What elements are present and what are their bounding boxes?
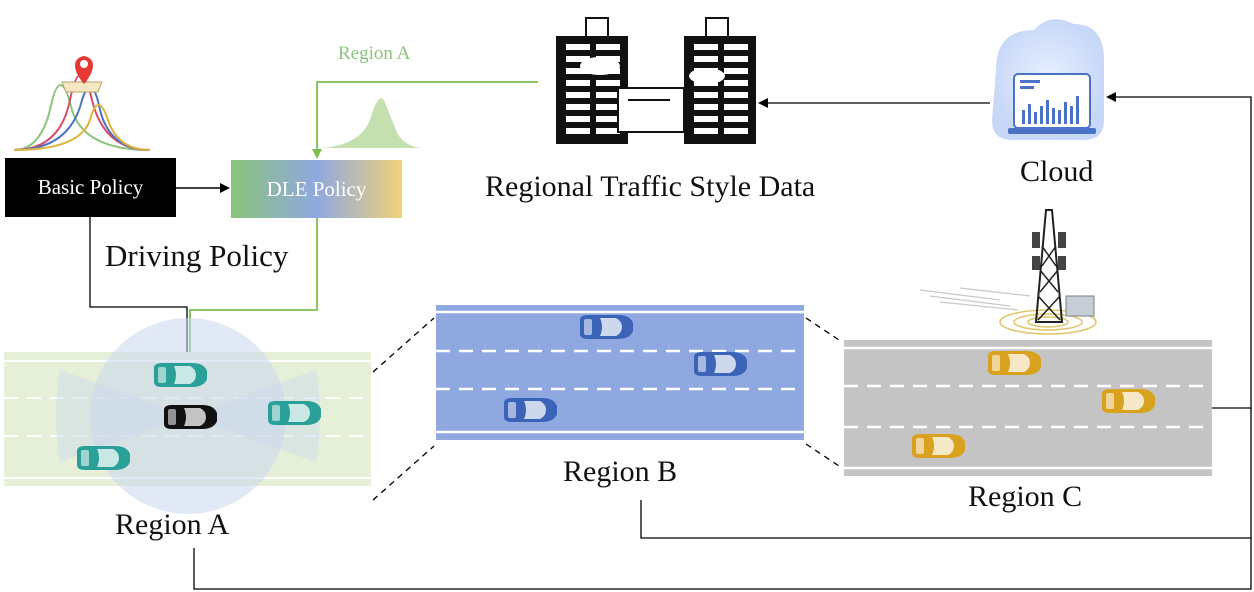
server-rack-icon (556, 17, 756, 144)
region-a-label: Region A (115, 508, 230, 541)
region-b-blue-car-3 (504, 398, 557, 422)
region-a-upload-line (193, 538, 1252, 590)
data-store-label: Regional Traffic Style Data (485, 170, 816, 203)
distribution-map-icon (13, 56, 151, 151)
region-a-teal-car-3 (77, 446, 130, 470)
basic-policy-box (5, 158, 176, 217)
zoom-connector-a-bottom (372, 445, 435, 501)
region-b-upload-line (640, 408, 1252, 539)
cloud-label: Cloud (1020, 155, 1094, 188)
driving-policy-label: Driving Policy (105, 238, 289, 273)
region-b-blue-car-1 (580, 315, 633, 339)
region-a-teal-car-1 (154, 363, 207, 387)
basic-policy-label: Basic Policy (37, 175, 144, 199)
region-a-teal-car-2 (268, 401, 321, 425)
region-c-yellow-car-2 (1102, 389, 1155, 413)
zoom-connector-b-top (805, 317, 843, 343)
dle-policy-box (231, 160, 402, 218)
region-b-blue-car-2 (694, 352, 747, 376)
region-feedback-line (312, 81, 538, 159)
feedback-region-label: Region A (338, 43, 411, 64)
dle-distribution-icon (322, 98, 424, 148)
region-b-label: Region B (563, 455, 678, 488)
dle-policy-label: DLE Policy (266, 176, 367, 201)
zoom-connector-a-top (372, 317, 435, 373)
region-a-ego-car (164, 405, 217, 429)
region-c-label: Region C (968, 480, 1083, 513)
region-c-upload-line (1106, 92, 1252, 409)
cell-tower-icon (919, 209, 1097, 335)
cloud-icon (992, 19, 1104, 141)
region-c-yellow-car-3 (912, 434, 965, 458)
region-c-yellow-car-1 (988, 351, 1041, 375)
zoom-connector-b-bottom (805, 443, 843, 469)
